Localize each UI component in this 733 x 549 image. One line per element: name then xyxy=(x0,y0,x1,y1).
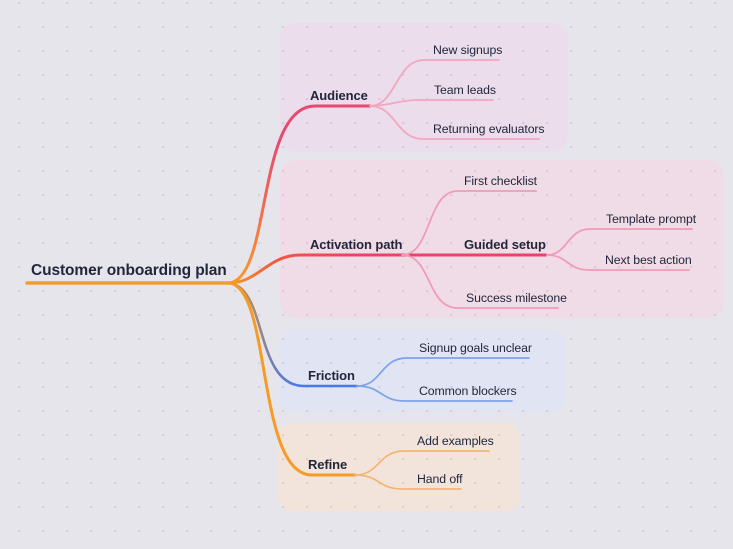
branch-label-activation-path[interactable]: Activation path xyxy=(310,237,403,252)
next-best-action-curve xyxy=(546,254,690,271)
signup-goals-unclear-curve xyxy=(356,357,530,387)
add-examples-curve xyxy=(354,450,490,476)
branch-label-friction[interactable]: Friction xyxy=(308,368,355,383)
branch-label-guided-setup[interactable]: Guided setup xyxy=(464,237,546,252)
leaf-label-hand-off[interactable]: Hand off xyxy=(417,472,463,486)
refine-branch-curve xyxy=(227,281,357,477)
leaf-label-template-prompt[interactable]: Template prompt xyxy=(606,212,697,226)
common-blockers-curve xyxy=(356,385,513,402)
root-node[interactable]: Customer onboarding plan xyxy=(31,262,227,279)
leaf-label-returning-evaluators[interactable]: Returning evaluators xyxy=(433,122,545,136)
success-milestone-curve xyxy=(401,254,559,309)
new-signups-curve xyxy=(369,59,500,107)
template-prompt-curve xyxy=(546,228,693,256)
leaf-label-team-leads[interactable]: Team leads xyxy=(434,83,496,97)
leaf-label-first-checklist[interactable]: First checklist xyxy=(464,174,537,188)
first-checklist-curve xyxy=(401,190,537,256)
leaf-label-signup-goals-unclear[interactable]: Signup goals unclear xyxy=(419,341,532,355)
leaf-label-new-signups[interactable]: New signups xyxy=(433,43,503,57)
leaf-label-add-examples[interactable]: Add examples xyxy=(417,434,494,448)
branch-label-audience[interactable]: Audience xyxy=(310,88,368,103)
returning-evaluators-curve xyxy=(369,105,540,140)
leaf-label-success-milestone[interactable]: Success milestone xyxy=(466,291,567,305)
branch-label-refine[interactable]: Refine xyxy=(308,457,348,472)
leaf-label-next-best-action[interactable]: Next best action xyxy=(605,253,692,267)
audience-branch-curve xyxy=(227,104,372,285)
activation-branch-curve xyxy=(227,253,548,285)
leaf-label-common-blockers[interactable]: Common blockers xyxy=(419,384,517,398)
hand-off-curve xyxy=(354,474,462,490)
